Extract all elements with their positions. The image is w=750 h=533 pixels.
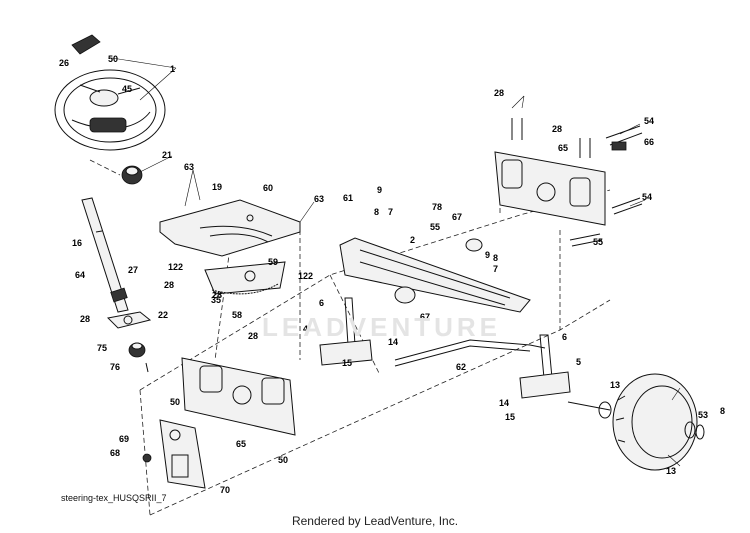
callout-2: 2 (410, 235, 415, 245)
callout-65: 65 (558, 143, 568, 153)
callout-66: 66 (644, 137, 654, 147)
steering-bracket (106, 311, 152, 329)
bolt-set (511, 118, 643, 247)
spindle-right (519, 334, 571, 399)
steering-adapter (121, 165, 143, 185)
frame-bracket-right (494, 151, 606, 226)
callout-labels: 26 50 1 45 21 63 19 60 63 16 122 59 122 … (59, 54, 725, 495)
callout-45: 45 (122, 84, 132, 94)
callout-67: 67 (420, 312, 430, 322)
steering-wheel-cap (71, 34, 101, 55)
callout-15: 15 (505, 412, 515, 422)
callout-7: 7 (493, 264, 498, 274)
pinion-gear (128, 342, 149, 373)
callout-55: 55 (593, 237, 603, 247)
callout-5: 5 (576, 357, 581, 367)
callout-35: 35 (211, 295, 221, 305)
callout-21: 21 (162, 150, 172, 160)
callout-122: 122 (168, 262, 183, 272)
callout-6: 6 (319, 298, 324, 308)
callout-28: 28 (164, 280, 174, 290)
frame-bracket-left (181, 357, 296, 436)
callout-61: 61 (343, 193, 353, 203)
callout-28: 28 (80, 314, 90, 324)
steering-support-plate (159, 199, 301, 257)
callout-13: 13 (610, 380, 620, 390)
sector-gear (204, 261, 286, 295)
callout-59: 59 (268, 257, 278, 267)
callout-6: 6 (562, 332, 567, 342)
callout-26: 26 (59, 58, 69, 68)
callout-14: 14 (388, 337, 398, 347)
callout-50: 50 (108, 54, 118, 64)
callout-54: 54 (644, 116, 654, 126)
callout-63: 63 (314, 194, 324, 204)
callout-63: 63 (184, 162, 194, 172)
lower-mounting-bracket (142, 419, 206, 489)
watermark: LEADVENTURE (262, 312, 502, 342)
spindle-left (319, 297, 373, 366)
callout-leaders (111, 57, 681, 467)
render-credit: Rendered by LeadVenture, Inc. (291, 514, 459, 528)
callout-28: 28 (494, 88, 504, 98)
callout-7: 7 (388, 207, 393, 217)
callout-19: 19 (212, 182, 222, 192)
callout-28: 28 (212, 290, 222, 300)
callout-50: 50 (278, 455, 288, 465)
callout-65: 65 (236, 439, 246, 449)
callout-69: 69 (119, 434, 129, 444)
callout-53: 53 (698, 410, 708, 420)
callout-4: 4 (303, 324, 308, 334)
callout-68: 68 (110, 448, 120, 458)
callout-9: 9 (485, 250, 490, 260)
drag-link (394, 339, 546, 367)
callout-64: 64 (75, 270, 85, 280)
callout-8: 8 (720, 406, 725, 416)
steering-wheel (54, 69, 166, 151)
callout-67: 67 (452, 212, 462, 222)
callout-14: 14 (499, 398, 509, 408)
callout-8: 8 (493, 253, 498, 263)
front-wheel (567, 373, 705, 471)
callout-8: 8 (374, 207, 379, 217)
callout-62: 62 (456, 362, 466, 372)
front-axle (339, 237, 531, 313)
steering-shaft (81, 197, 129, 313)
callout-1: 1 (170, 64, 175, 74)
callout-55: 55 (430, 222, 440, 232)
callout-54: 54 (642, 192, 652, 202)
callout-15: 15 (342, 358, 352, 368)
callout-60: 60 (263, 183, 273, 193)
callout-75: 75 (97, 343, 107, 353)
callout-28: 28 (248, 331, 258, 341)
callout-122: 122 (298, 271, 313, 281)
callout-50: 50 (170, 397, 180, 407)
callout-27: 27 (128, 265, 138, 275)
callout-16: 16 (72, 238, 82, 248)
diagram-reference: steering-tex_HUSQSRII_7 (61, 493, 167, 503)
callout-70: 70 (220, 485, 230, 495)
callout-28: 28 (552, 124, 562, 134)
callout-58: 58 (232, 310, 242, 320)
callout-78: 78 (432, 202, 442, 212)
callout-9: 9 (377, 185, 382, 195)
callout-13: 13 (666, 466, 676, 476)
callout-76: 76 (110, 362, 120, 372)
callout-22: 22 (158, 310, 168, 320)
